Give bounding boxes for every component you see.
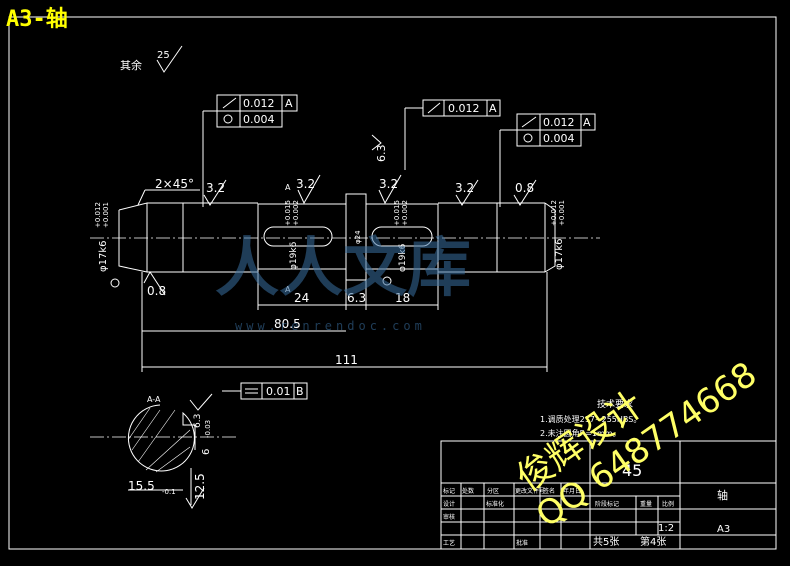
- svg-text:技术要求: 技术要求: [597, 398, 633, 410]
- svg-text:0.8: 0.8: [147, 284, 166, 298]
- svg-text:+0.002: +0.002: [292, 200, 300, 226]
- svg-text:A: A: [285, 285, 291, 294]
- svg-text:A-A: A-A: [147, 395, 161, 404]
- svg-text:+0.012: +0.012: [94, 202, 102, 228]
- svg-text:φ17k6: φ17k6: [98, 241, 109, 272]
- svg-text:25: 25: [157, 50, 170, 61]
- svg-text:3.2: 3.2: [206, 181, 225, 195]
- svg-text:6: 6: [201, 449, 212, 455]
- svg-text:+0.001: +0.001: [102, 202, 110, 228]
- section-view: A-A 0.01 B 6.3 6 -0.03 15.5 -0.1 12.5: [90, 382, 308, 509]
- svg-text:6.3: 6.3: [347, 291, 366, 305]
- svg-text:18: 18: [395, 291, 410, 305]
- svg-text:www.renrendoc.com: www.renrendoc.com: [235, 319, 426, 333]
- svg-text:-0.1: -0.1: [162, 488, 176, 496]
- svg-text:A: A: [285, 183, 291, 192]
- svg-text:0.012: 0.012: [448, 102, 480, 115]
- svg-text:φ19k6: φ19k6: [398, 243, 408, 272]
- svg-text:年月日: 年月日: [563, 487, 581, 495]
- remaining-roughness-label: 其余: [120, 58, 142, 72]
- roughness-marks: 3.2 3.2 3.2 3.2 0.8 0.8 6.3: [143, 134, 537, 298]
- svg-text:0.012: 0.012: [243, 97, 275, 110]
- keyway-right: [371, 226, 433, 247]
- svg-text:1.调质处理217~255HBS。: 1.调质处理217~255HBS。: [540, 414, 641, 424]
- svg-text:工艺: 工艺: [443, 539, 455, 547]
- tolerance-frame-right: 0.012 A 0.004: [499, 113, 596, 207]
- svg-text:审核: 审核: [443, 513, 455, 521]
- svg-text:A: A: [489, 102, 497, 115]
- tolerance-frame-middle: 0.012 A: [404, 99, 501, 170]
- svg-text:3.2: 3.2: [455, 181, 474, 195]
- roughness-symbol-general: 25: [156, 45, 183, 73]
- svg-text:15.5: 15.5: [128, 479, 155, 493]
- part-name: 轴: [717, 488, 728, 502]
- svg-text:+0.015: +0.015: [393, 200, 401, 226]
- sheet-number: 第4张: [640, 535, 666, 548]
- svg-text:A: A: [583, 116, 591, 129]
- svg-text:φ24: φ24: [354, 230, 362, 244]
- svg-text:0.004: 0.004: [243, 113, 275, 126]
- tech-requirements: 技术要求 1.调质处理217~255HBS。 2.未注圆角R=1mm。: [540, 398, 641, 438]
- chamfer-dim: 2×45°: [155, 177, 194, 191]
- drawing-title: A3-轴: [6, 6, 68, 32]
- svg-text:分区: 分区: [487, 487, 499, 495]
- shaft-outline: [90, 193, 600, 281]
- svg-text:+0.002: +0.002: [401, 200, 409, 226]
- svg-text:φ17k6: φ17k6: [554, 239, 565, 270]
- length-dims: 24 6.3 18 80.5 111: [141, 269, 548, 372]
- svg-text:2.未注圆角R=1mm。: 2.未注圆角R=1mm。: [540, 428, 621, 438]
- svg-text:0.004: 0.004: [543, 132, 575, 145]
- svg-text:+0.001: +0.001: [558, 200, 566, 226]
- svg-text:3.2: 3.2: [296, 177, 315, 191]
- svg-text:-0.03: -0.03: [204, 420, 212, 438]
- svg-text:+0.012: +0.012: [550, 200, 558, 226]
- material: 45: [622, 461, 642, 480]
- svg-text:人人文库: 人人文库: [215, 232, 471, 306]
- keyway-left: [263, 226, 333, 247]
- svg-text:阶段标记: 阶段标记: [595, 500, 619, 508]
- svg-text:处数: 处数: [462, 487, 474, 495]
- svg-text:更改文件号: 更改文件号: [515, 487, 545, 495]
- svg-text:设计: 设计: [443, 500, 455, 508]
- svg-text:比例: 比例: [662, 500, 674, 508]
- svg-text:3.2: 3.2: [379, 177, 398, 191]
- svg-text:0.01: 0.01: [266, 385, 291, 398]
- svg-text:12.5: 12.5: [193, 473, 207, 500]
- sheet-size: A3: [717, 524, 730, 535]
- tolerance-frame-left: 0.012 A 0.004: [202, 94, 298, 207]
- title-block: 45 轴 1:2 A3 共5张 第4张 标记 处数 分区 更改文件号 签名 年月…: [440, 440, 777, 550]
- drawing-frame: [8, 16, 777, 550]
- total-sheets: 共5张: [593, 536, 619, 548]
- svg-text:A: A: [285, 97, 293, 110]
- svg-text:+0.015: +0.015: [284, 200, 292, 226]
- svg-text:0.012: 0.012: [543, 116, 575, 129]
- svg-text:24: 24: [294, 291, 309, 305]
- diameter-dims: φ17k6 +0.012 +0.001 φ19k6 +0.015 +0.002 …: [94, 200, 566, 272]
- svg-text:φ19k6: φ19k6: [289, 241, 299, 270]
- svg-text:0.8: 0.8: [515, 181, 534, 195]
- svg-text:标准化: 标准化: [486, 500, 504, 508]
- svg-text:B: B: [296, 385, 304, 398]
- svg-text:批准: 批准: [516, 539, 528, 547]
- svg-text:标记: 标记: [443, 487, 455, 495]
- svg-text:6.3: 6.3: [193, 414, 203, 428]
- watermark: 人人文库 www.renrendoc.com: [215, 232, 471, 333]
- svg-text:6.3: 6.3: [375, 145, 388, 163]
- svg-text:80.5: 80.5: [274, 317, 301, 331]
- scale: 1:2: [658, 523, 674, 534]
- datum-marks: A A: [110, 183, 392, 294]
- svg-text:重量: 重量: [640, 500, 652, 508]
- svg-text:111: 111: [335, 353, 358, 367]
- svg-text:签名: 签名: [543, 487, 555, 495]
